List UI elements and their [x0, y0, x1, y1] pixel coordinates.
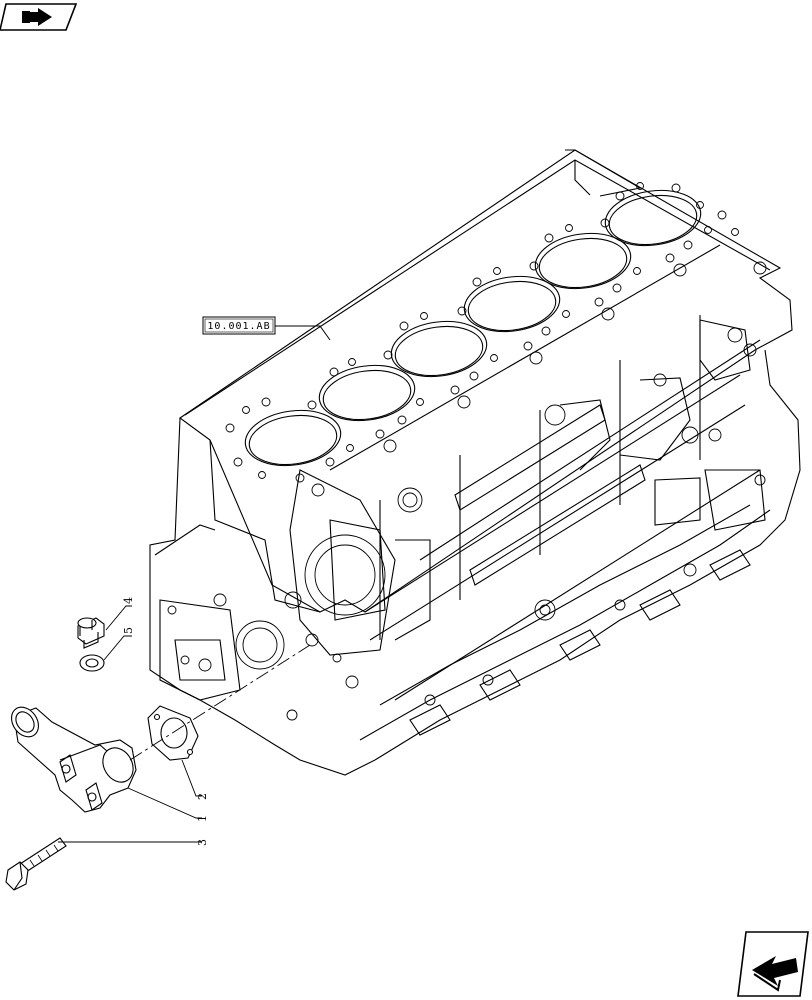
part-1-water-pipe — [11, 706, 137, 813]
block-side-holes — [167, 261, 767, 721]
callout-2: 2 — [196, 793, 209, 800]
callout-3: 3 — [196, 839, 209, 846]
part-3-bolt — [5, 837, 67, 891]
callouts: 4 5 2 1 3 — [122, 597, 209, 846]
part-5-washer — [79, 654, 105, 672]
next-page-button[interactable] — [737, 931, 809, 997]
assembly-centerline — [129, 644, 311, 761]
prev-page-button[interactable] — [0, 3, 78, 31]
deck-holes — [225, 182, 739, 497]
back-arrow-icon — [22, 8, 52, 26]
leader-lines — [58, 605, 202, 843]
cylinder-bores — [244, 189, 702, 467]
forward-arrow-icon — [752, 956, 798, 992]
callout-5: 5 — [122, 627, 135, 634]
reference-leader — [275, 325, 331, 341]
engine-block — [149, 149, 801, 776]
callout-1: 1 — [196, 815, 209, 822]
part-4-plug — [77, 617, 105, 649]
reference-label[interactable]: 10.001.AB — [202, 316, 276, 335]
callout-4: 4 — [122, 597, 135, 604]
reference-label-text: 10.001.AB — [207, 321, 270, 332]
